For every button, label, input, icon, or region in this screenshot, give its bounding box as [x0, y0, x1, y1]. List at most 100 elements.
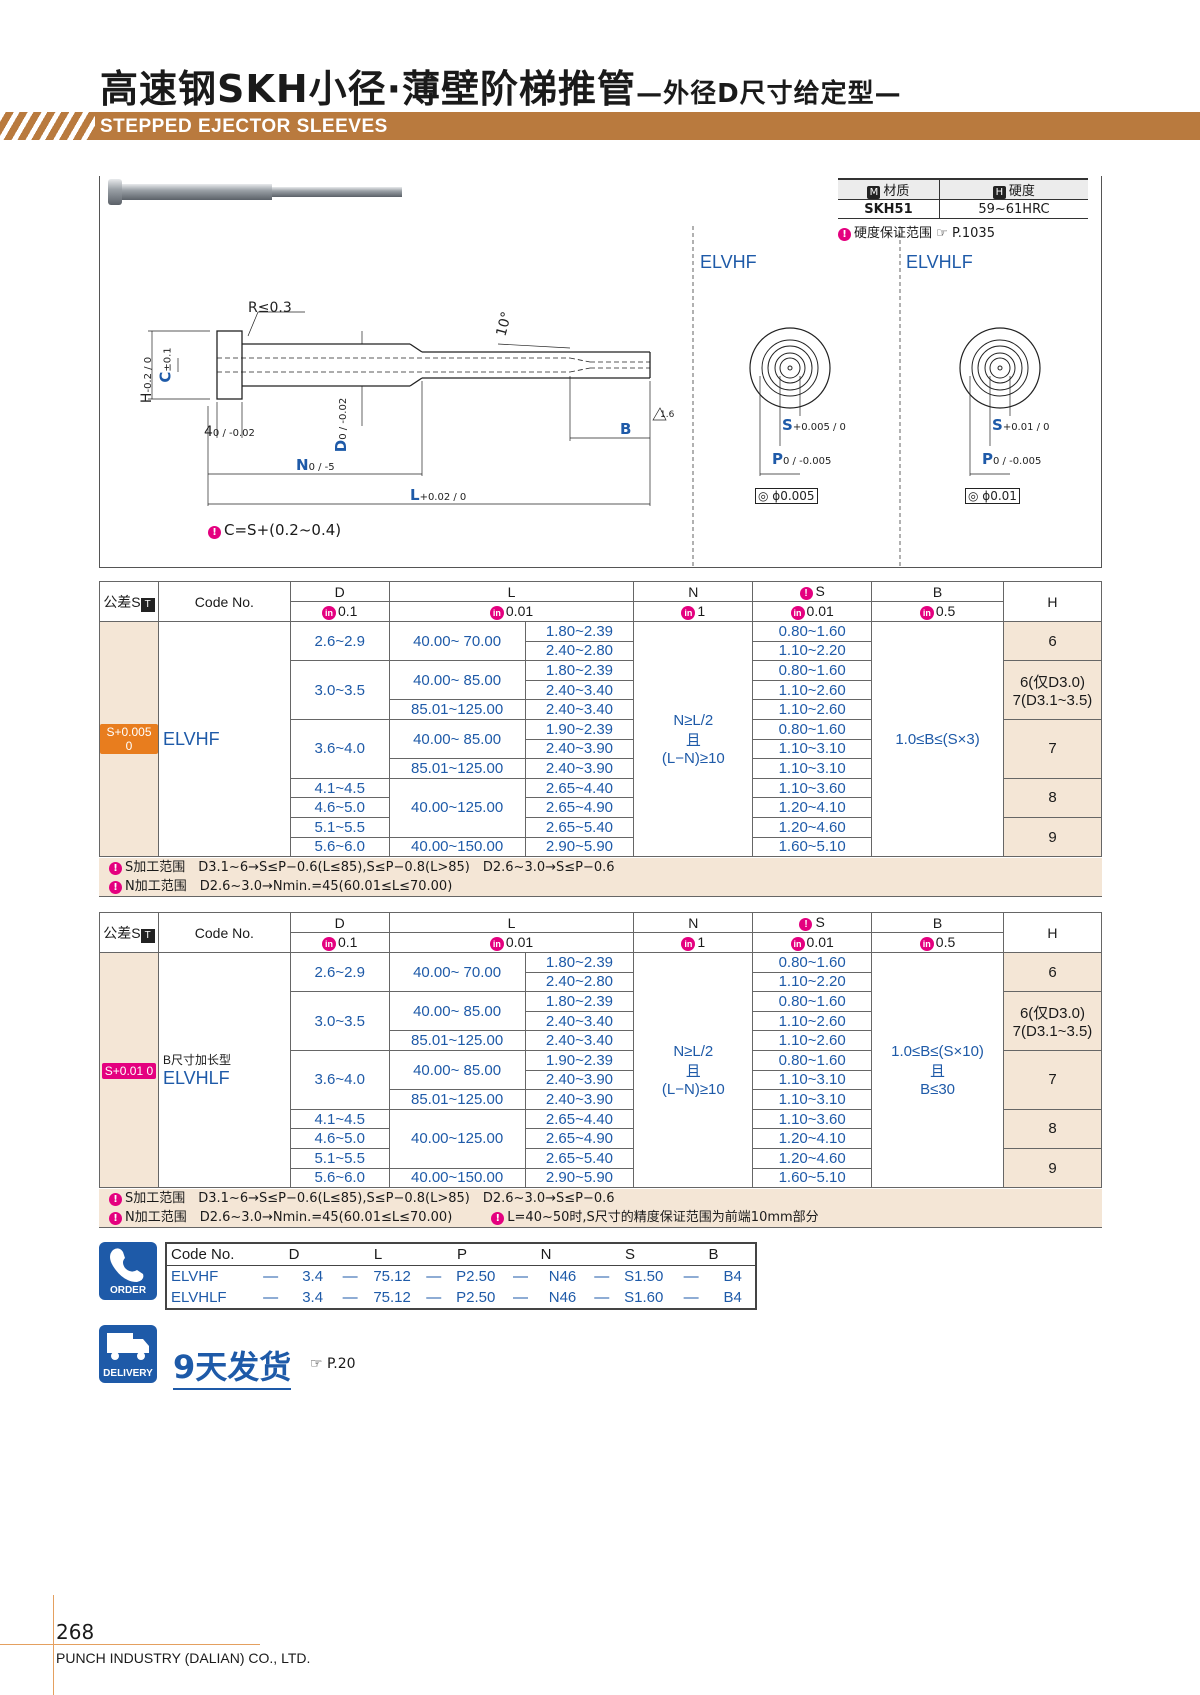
radius-label: R≤0.3 — [248, 300, 292, 316]
t1-note-1: N加工范围 D2.6~3.0→Nmin.=45(60.01≤L≤70.00) — [125, 879, 453, 894]
four-label: 4 — [204, 424, 213, 440]
cell-s: 1.60~5.10 — [752, 1167, 873, 1189]
conc-1: ϕ0.005 — [772, 489, 815, 503]
cell-l: 85.01~125.00 — [388, 1089, 526, 1110]
cell-p: 2.40~2.80 — [524, 971, 635, 993]
l-sub: 0.01 — [505, 603, 534, 619]
cell-s: 1.10~3.60 — [752, 777, 873, 799]
d-sub: 0.1 — [337, 934, 358, 950]
alert-icon: ! — [838, 228, 851, 241]
n-sub: 1 — [697, 934, 706, 950]
header-n: N — [633, 912, 754, 933]
section-band: STEPPED EJECTOR SLEEVES — [0, 112, 1200, 140]
order-cell: — — [263, 1289, 279, 1306]
alert-icon: ! — [109, 1193, 122, 1206]
h-line: 7(D3.1~3.5) — [1012, 692, 1093, 710]
cell-d: 2.6~2.9 — [289, 620, 390, 662]
concentricity-2: ◎ ϕ0.01 — [965, 488, 1020, 504]
n-rule-line: 且 — [685, 731, 701, 749]
t2-note-extra: L=40~50时,S尺寸的精度保证范围为前端10mm部分 — [507, 1210, 819, 1225]
cell-p: 2.90~5.90 — [524, 1167, 635, 1189]
order-label: ORDER — [109, 1285, 147, 1296]
order-cell: S1.60 — [624, 1289, 664, 1306]
cell-p: 1.90~2.39 — [524, 718, 635, 740]
h-line: 7(D3.1~3.5) — [1012, 1023, 1093, 1041]
n-rule-line: N≥L/2 — [673, 1042, 714, 1060]
h-tol-text: 公差S — [103, 924, 141, 941]
cell-s: 1.20~4.60 — [752, 1147, 873, 1169]
order-cell: ELVHF — [171, 1267, 219, 1285]
conc-2: ϕ0.01 — [982, 489, 1017, 503]
company-name: PUNCH INDUSTRY (DALIAN) CO., LTD. — [56, 1650, 311, 1666]
cell-l: 85.01~125.00 — [388, 699, 526, 720]
inch-icon: in — [489, 606, 504, 620]
material-icon: M — [867, 186, 881, 199]
cell-s: 1.10~3.10 — [752, 758, 873, 779]
h-label: H — [139, 392, 156, 404]
s-sub: 0.01 — [806, 603, 834, 619]
order-icon: ORDER — [99, 1242, 157, 1300]
s-label-2: S — [992, 416, 1003, 434]
s-sub: 0.01 — [806, 934, 834, 950]
p-tol-2: 0 / -0.005 — [993, 456, 1042, 467]
n-label: N — [296, 456, 309, 474]
cell-h: 6(仅D3.0)7(D3.1~3.5) — [1002, 991, 1103, 1051]
p-tol-1: 0 / -0.005 — [783, 456, 832, 467]
d-label: D — [332, 439, 351, 453]
tolerance-badge: S+0.01 0 — [101, 1062, 157, 1079]
inch-icon: in — [321, 606, 336, 620]
header-code: Code No. — [157, 581, 291, 622]
inch-icon: in — [489, 937, 504, 951]
cell-p: 2.90~5.90 — [524, 836, 635, 858]
tolerance-badge: S+0.005 0 — [100, 724, 158, 755]
hardness-ref[interactable]: P.1035 — [951, 226, 995, 241]
t-icon: T — [140, 597, 155, 612]
order-cell: B4 — [723, 1289, 742, 1306]
alert-icon: ! — [799, 918, 813, 931]
n-tol: 0 / -5 — [308, 462, 335, 473]
phone-icon — [110, 1248, 144, 1282]
alert-icon: ! — [491, 1212, 505, 1225]
inch-icon: in — [919, 606, 934, 620]
n-rule-line: N≥L/2 — [673, 711, 714, 729]
cell-s: 1.10~3.60 — [752, 1108, 873, 1130]
alert-icon: ! — [109, 1212, 122, 1225]
note-row: !S加工范围 D3.1~6→S≤P−0.6(L≤85),S≤P−0.8(L>85… — [99, 1189, 1102, 1208]
cell-l: 85.01~125.00 — [388, 1030, 526, 1051]
cell-p: 1.80~2.39 — [524, 991, 635, 1012]
delivery-label: DELIVERY — [103, 1368, 153, 1379]
hardness-value: 59~61HRC — [939, 199, 1088, 219]
order-cell: — — [263, 1267, 279, 1285]
order-cell: — — [594, 1289, 610, 1306]
p-dim-2: P0 / -0.005 — [982, 450, 1041, 468]
cell-l: 85.01~125.00 — [388, 758, 526, 779]
cell-s: 1.10~2.60 — [752, 1010, 873, 1032]
cell-s: 1.20~4.10 — [752, 1128, 873, 1149]
cell-l: 40.00~ 70.00 — [388, 951, 526, 993]
l-sub: 0.01 — [505, 934, 534, 950]
cell-p: 1.80~2.39 — [524, 660, 635, 681]
order-example-table: Code No. D L P N S B ELVHF —3.4 —75.12 —… — [165, 1242, 757, 1310]
header-h: H — [1002, 912, 1103, 953]
order-cell: — — [342, 1267, 358, 1285]
delivery-ref[interactable]: ☞ P.20 — [310, 1356, 356, 1372]
material-value: SKH51 — [838, 199, 940, 219]
cell-d: 5.6~6.0 — [289, 836, 390, 858]
cell-s: 0.80~1.60 — [752, 621, 873, 642]
order-h-d: D — [252, 1243, 336, 1266]
alert-icon: ! — [109, 862, 122, 875]
